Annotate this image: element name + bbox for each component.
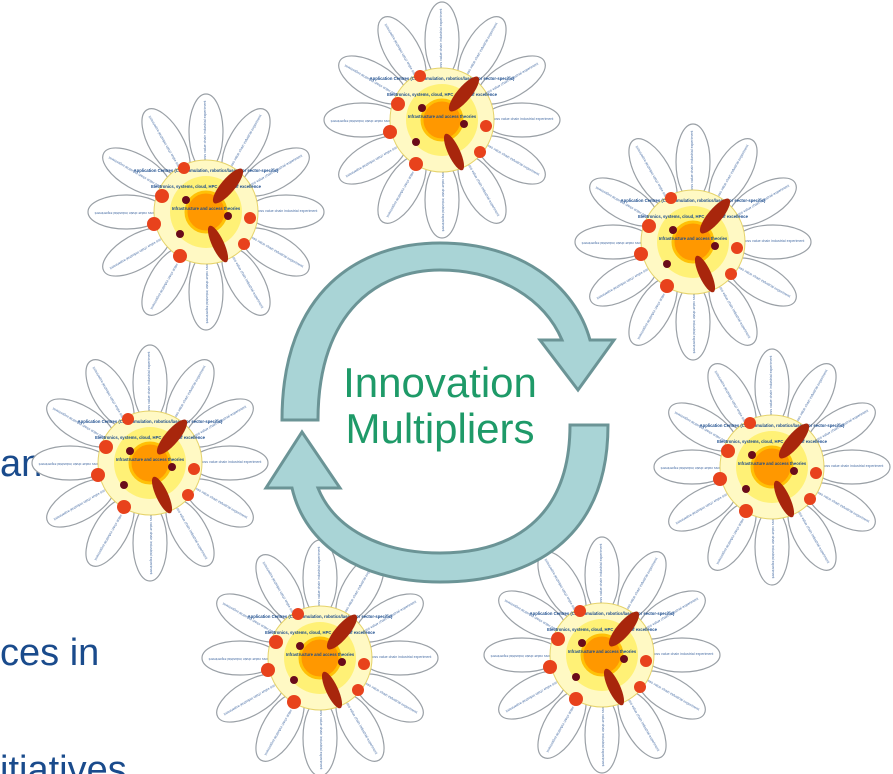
cycle-center-label: Innovation Multipliers xyxy=(300,360,580,452)
flower-ring-label: Electronics, systems, cloud, HPC centres… xyxy=(265,630,376,635)
petal-label: Cross value chain industrial experiment xyxy=(319,707,323,770)
flower-ring-label: Infrastructure and access theories xyxy=(286,652,355,657)
petal-label: Cross value chain industrial experiment xyxy=(491,117,554,121)
petal-label: Cross value chain industrial experiment xyxy=(205,261,209,324)
flower-ring-label: Electronics, systems, cloud, HPC centres… xyxy=(638,214,749,219)
flower-ring-label: Electronics, systems, cloud, HPC centres… xyxy=(717,439,828,444)
petal-label: Cross value chain industrial experiment xyxy=(439,9,443,72)
flower-petal: Cross value chain industrial experiment xyxy=(643,637,721,673)
petal-label: Cross value chain industrial experiment xyxy=(771,516,775,579)
flower-ring-label: Infrastructure and access theories xyxy=(408,114,477,119)
petal-label: Cross value chain industrial experiment xyxy=(661,466,724,470)
petal-label: Cross value chain industrial experiment xyxy=(149,512,153,575)
petal-label: Cross value chain industrial experiment xyxy=(651,652,714,656)
flower-ring-label: Application Centres (CPS, simulation, ro… xyxy=(700,423,845,428)
flower-ring-label: Infrastructure and access theories xyxy=(116,457,185,462)
flower-ring-label: Application Centres (CPS, simulation, ro… xyxy=(621,198,766,203)
flower-ring-label: Infrastructure and access theories xyxy=(568,649,637,654)
flower-petal: Cross value chain industrial experiment xyxy=(424,161,460,239)
flower-ring-label: Infrastructure and access theories xyxy=(738,461,807,466)
flower-ring-label: Electronics, systems, cloud, HPC centres… xyxy=(95,435,206,440)
petal-label: Cross value chain industrial experiment xyxy=(369,655,432,659)
cycle-arrow-upper xyxy=(280,241,617,422)
petal-label: Cross value chain industrial experiment xyxy=(742,239,805,243)
petal-label: Cross value chain industrial experiment xyxy=(441,169,445,232)
flower-petal: Cross value chain industrial experiment xyxy=(188,253,224,331)
petal-label: Cross value chain industrial experiment xyxy=(692,291,696,354)
petal-label: Cross value chain industrial experiment xyxy=(599,544,603,607)
petal-label: Cross value chain industrial experiment xyxy=(209,657,272,661)
bullet-text-fragment: ces in xyxy=(0,632,100,674)
flower-petal: Cross value chain industrial experiment xyxy=(574,224,652,260)
flower-petal: Cross value chain industrial experiment xyxy=(424,1,460,79)
petal-label: Cross value chain industrial experiment xyxy=(582,241,645,245)
petal-label: Cross value chain industrial experiment xyxy=(147,352,151,415)
petal-label: Cross value chain industrial experiment xyxy=(39,462,102,466)
flower-petal: Cross value chain industrial experiment xyxy=(377,154,427,224)
petal-label: Cross value chain industrial experiment xyxy=(601,704,605,767)
center-line-1: Innovation xyxy=(343,359,537,406)
flower-ring-label: Infrastructure and access theories xyxy=(172,206,241,211)
flower-ring-label: Infrastructure and access theories xyxy=(659,236,728,241)
flower-ring-label: Application Centres (CPS, simulation, ro… xyxy=(134,168,279,173)
petal-label: Cross value chain industrial experiment xyxy=(95,211,158,215)
bullet-text-fragment: itiatives xyxy=(0,749,127,774)
flower-ring-label: Electronics, systems, cloud, HPC centres… xyxy=(547,627,658,632)
petal-label: Cross value chain industrial experiment xyxy=(769,356,773,419)
flower-petal: Cross value chain industrial experiment xyxy=(617,551,667,621)
petal-label: Cross value chain industrial experiment xyxy=(255,209,318,213)
center-line-2: Multipliers xyxy=(345,405,535,452)
flower-ring-label: Electronics, systems, cloud, HPC centres… xyxy=(387,92,498,97)
flower-ring-label: Electronics, systems, cloud, HPC centres… xyxy=(151,184,262,189)
flower-petal: Cross value chain industrial experiment xyxy=(85,359,135,429)
petal-label: Cross value chain industrial experiment xyxy=(203,101,207,164)
flower-ring-label: Application Centres (CPS, simulation, ro… xyxy=(530,611,675,616)
flower-petal: Cross value chain industrial experiment xyxy=(617,689,667,759)
petal-label: Cross value chain industrial experiment xyxy=(199,460,262,464)
flower-petal: Cross value chain industrial experiment xyxy=(335,692,385,762)
petal-label: Cross value chain industrial experiment xyxy=(821,464,884,468)
petal-label: Cross value chain industrial experiment xyxy=(331,119,394,123)
flower-petal: Cross value chain industrial experiment xyxy=(132,504,168,582)
flower-ring-label: Application Centres (CPS, simulation, ro… xyxy=(78,419,223,424)
petal-label: Cross value chain industrial experiment xyxy=(491,654,554,658)
flower-petal: Cross value chain industrial experiment xyxy=(806,402,876,452)
flower-petal: Cross value chain industrial experiment xyxy=(377,16,427,86)
cycle-arrow-lower xyxy=(263,423,610,584)
petal-label: Cross value chain industrial experiment xyxy=(690,131,694,194)
flower-ring-label: Application Centres (CPS, simulation, ro… xyxy=(248,614,393,619)
flower-ring-label: Application Centres (CPS, simulation, ro… xyxy=(370,76,515,81)
petal-label: Cross value chain industrial experiment xyxy=(317,547,321,610)
flower-petal: Cross value chain industrial experiment xyxy=(354,673,424,723)
